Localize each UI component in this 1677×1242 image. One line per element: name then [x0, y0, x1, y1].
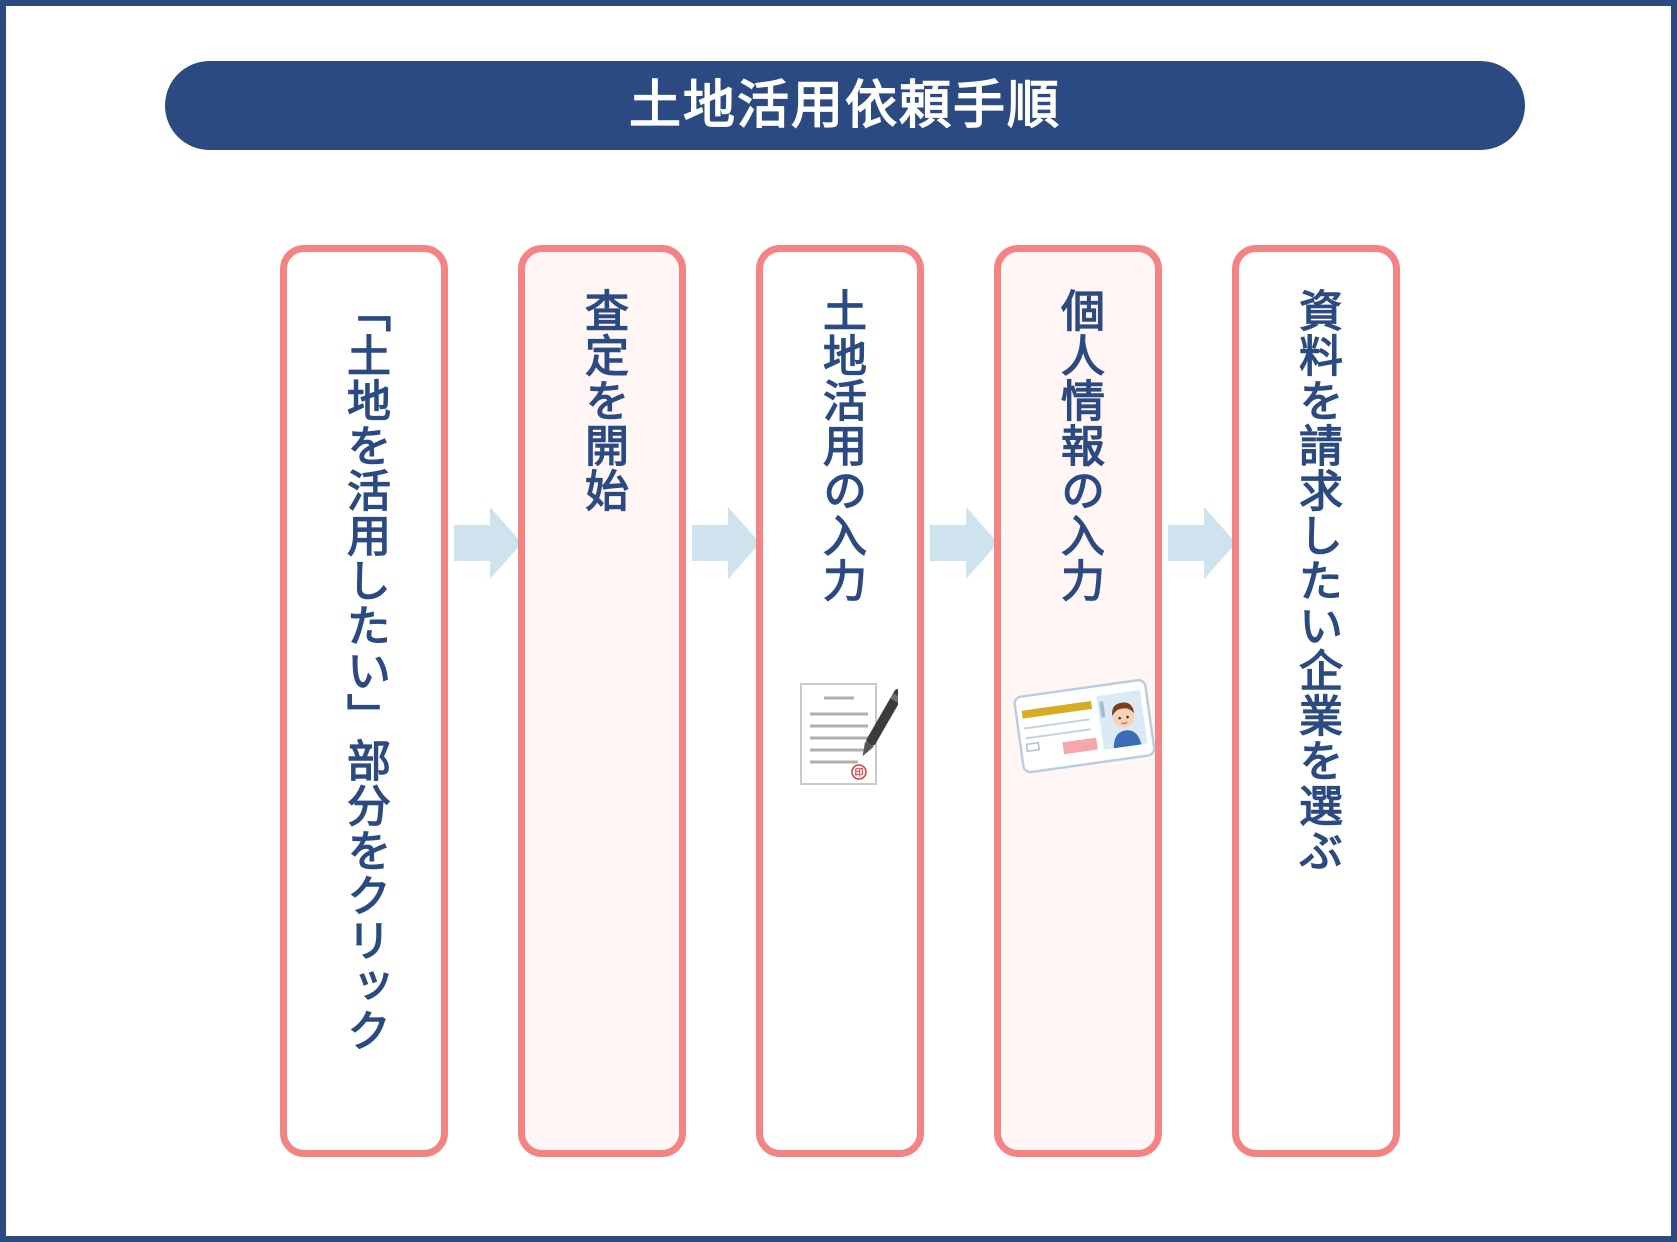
arrow-right-icon — [930, 507, 998, 579]
title-banner: 土地活用依頼手順 — [165, 61, 1525, 150]
step-label-2: 査定を開始 — [577, 288, 628, 513]
step-card-5: 資料を請求したい企業を選ぶ — [1232, 245, 1400, 1157]
step-card-1: 「土地を活用したい」部分をクリック — [280, 245, 448, 1157]
id-card-icon — [1013, 678, 1156, 774]
document-pen-icon: 印 — [800, 683, 898, 785]
page-title: 土地活用依頼手順 — [628, 75, 1061, 136]
step-label-3: 土地活用の入力 — [815, 288, 866, 603]
arrow-right-icon — [1168, 507, 1236, 579]
step-label-4: 個人情報の入力 — [1053, 288, 1104, 603]
step-label-1: 「土地を活用したい」部分をクリック — [339, 288, 390, 1053]
arrow-right-icon — [454, 507, 522, 579]
step-label-5: 資料を請求したい企業を選ぶ — [1291, 288, 1342, 873]
step-card-2: 査定を開始 — [518, 245, 686, 1157]
seal-mark: 印 — [854, 767, 863, 779]
arrow-right-icon — [692, 507, 760, 579]
